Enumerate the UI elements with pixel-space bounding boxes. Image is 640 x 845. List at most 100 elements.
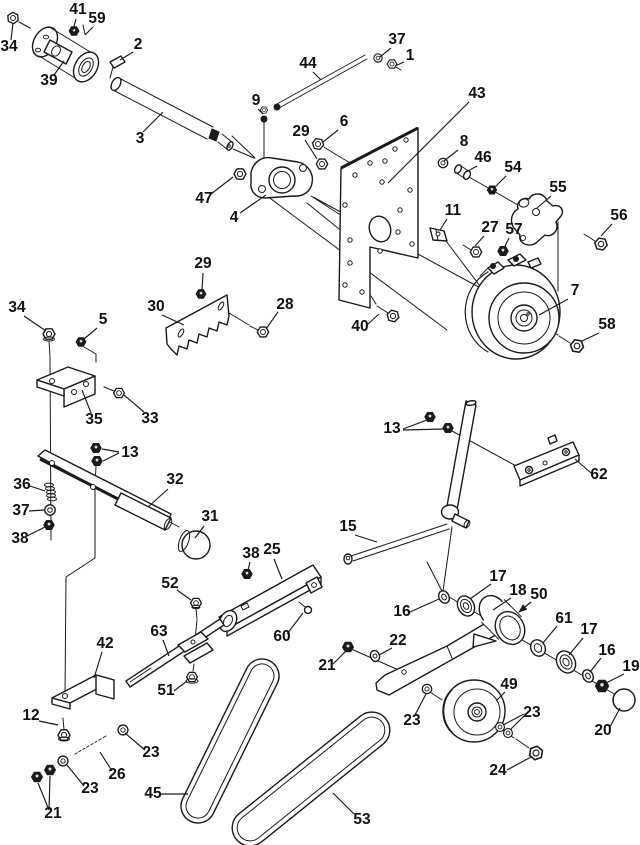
callout-49-56: 49 bbox=[500, 676, 518, 693]
nut-21b bbox=[44, 764, 56, 776]
leader-line-11 bbox=[439, 218, 448, 231]
bolt-33-head bbox=[112, 387, 126, 399]
flange-bearing-4 bbox=[233, 156, 314, 199]
leader-line-49 bbox=[495, 691, 506, 702]
shaft-part-3 bbox=[110, 76, 234, 151]
idler-pulley-49 bbox=[442, 679, 506, 743]
bolt-56-head bbox=[593, 236, 609, 252]
coupler-assembly bbox=[5, 10, 126, 83]
leader-line-13 bbox=[402, 419, 428, 430]
leader-line-23 bbox=[66, 764, 85, 787]
callout-40-25: 40 bbox=[351, 318, 368, 335]
leader-line-41 bbox=[72, 18, 77, 31]
callout-57-20: 57 bbox=[505, 221, 522, 238]
nut-21c bbox=[342, 641, 354, 653]
leader-line-52 bbox=[176, 589, 192, 601]
leader-line-6 bbox=[322, 129, 339, 143]
callout-60-45: 60 bbox=[273, 628, 290, 645]
leader-line-8 bbox=[443, 149, 459, 162]
leader-line-9 bbox=[257, 108, 264, 115]
leader-line-24 bbox=[506, 756, 532, 771]
bracket-42-group bbox=[31, 674, 129, 783]
callout-52-44: 52 bbox=[161, 575, 178, 592]
callout-2-3: 2 bbox=[134, 36, 143, 53]
leader-line-27 bbox=[474, 235, 485, 247]
bearing-17b bbox=[555, 650, 577, 674]
nut-51 bbox=[185, 671, 199, 683]
nut-13b bbox=[91, 456, 103, 466]
belt-part-53 bbox=[231, 711, 391, 845]
leader-line-47 bbox=[210, 176, 234, 195]
leader-line-2 bbox=[119, 51, 134, 61]
nut-38b bbox=[241, 569, 253, 579]
callout-23-58: 23 bbox=[523, 704, 541, 721]
control-rod-44 bbox=[259, 53, 402, 123]
pivot-tube-18 bbox=[494, 610, 526, 646]
callout-31-38: 31 bbox=[201, 508, 219, 525]
coupler-bore bbox=[72, 51, 100, 83]
callout-15-41: 15 bbox=[339, 518, 357, 535]
bellcrank-15 bbox=[343, 399, 477, 565]
leader-line-53 bbox=[332, 792, 355, 815]
callout-39-4: 39 bbox=[40, 72, 58, 89]
callout-6-14: 6 bbox=[340, 113, 349, 130]
brake-rod-63 bbox=[125, 597, 225, 688]
leader-line-15 bbox=[354, 534, 378, 543]
bolt-24-head bbox=[526, 744, 546, 762]
spacer-61 bbox=[529, 639, 547, 657]
leader-line-50 bbox=[518, 601, 532, 613]
leader-line-46 bbox=[465, 165, 478, 173]
bracket-35-group bbox=[36, 328, 126, 408]
callout-11-22: 11 bbox=[445, 202, 462, 219]
callout-18-67: 18 bbox=[509, 582, 527, 599]
leader-line-42 bbox=[93, 651, 103, 679]
callout-42-48: 42 bbox=[96, 635, 113, 652]
leader-line-37 bbox=[28, 509, 45, 512]
leader-line-23 bbox=[124, 732, 146, 751]
leader-line-12 bbox=[38, 720, 59, 726]
callout-20-61: 20 bbox=[594, 722, 611, 739]
callout-63-46: 63 bbox=[150, 623, 168, 640]
washer-23a bbox=[117, 724, 129, 736]
washer-23e bbox=[502, 727, 514, 739]
leader-line-32 bbox=[147, 488, 169, 508]
leader-line-21 bbox=[332, 650, 347, 665]
bolt-34-head bbox=[5, 10, 21, 26]
callout-23-50: 23 bbox=[142, 744, 160, 761]
callout-43-12: 43 bbox=[468, 85, 486, 102]
callout-17-63: 17 bbox=[580, 621, 597, 638]
callout-5-30: 5 bbox=[99, 311, 108, 328]
callout-50-68: 50 bbox=[530, 586, 547, 603]
pin-59 bbox=[82, 24, 86, 35]
leader-line-23 bbox=[502, 713, 525, 726]
leader-line-29 bbox=[304, 139, 318, 160]
callout-29-13: 29 bbox=[292, 123, 310, 140]
belt-part-45 bbox=[180, 658, 280, 824]
washer-16a bbox=[437, 590, 451, 604]
bolt-6-nut-29 bbox=[310, 137, 336, 170]
callout-13-39: 13 bbox=[383, 420, 401, 437]
leader-line-20 bbox=[609, 707, 621, 728]
callout-44-7: 44 bbox=[299, 55, 317, 72]
callout-61-64: 61 bbox=[555, 610, 573, 627]
leader-line-1 bbox=[394, 61, 405, 67]
leader-line-21 bbox=[37, 782, 50, 811]
nut-38a bbox=[43, 520, 55, 530]
leader-line-36 bbox=[29, 485, 46, 492]
leader-line-13 bbox=[402, 428, 445, 431]
washer-16b bbox=[581, 669, 595, 683]
leader-line-60 bbox=[286, 612, 304, 635]
leader-line-37 bbox=[379, 47, 392, 58]
spring-26 bbox=[74, 734, 107, 758]
leader-line-13 bbox=[102, 452, 120, 462]
callout-24-59: 24 bbox=[489, 762, 507, 779]
callout-27-21: 27 bbox=[481, 219, 498, 236]
leader-line-51 bbox=[173, 680, 188, 692]
bolt-27-head bbox=[469, 246, 483, 258]
callout-41-0: 41 bbox=[69, 1, 87, 18]
lever-32-group bbox=[37, 443, 211, 560]
link-25 bbox=[218, 564, 323, 637]
